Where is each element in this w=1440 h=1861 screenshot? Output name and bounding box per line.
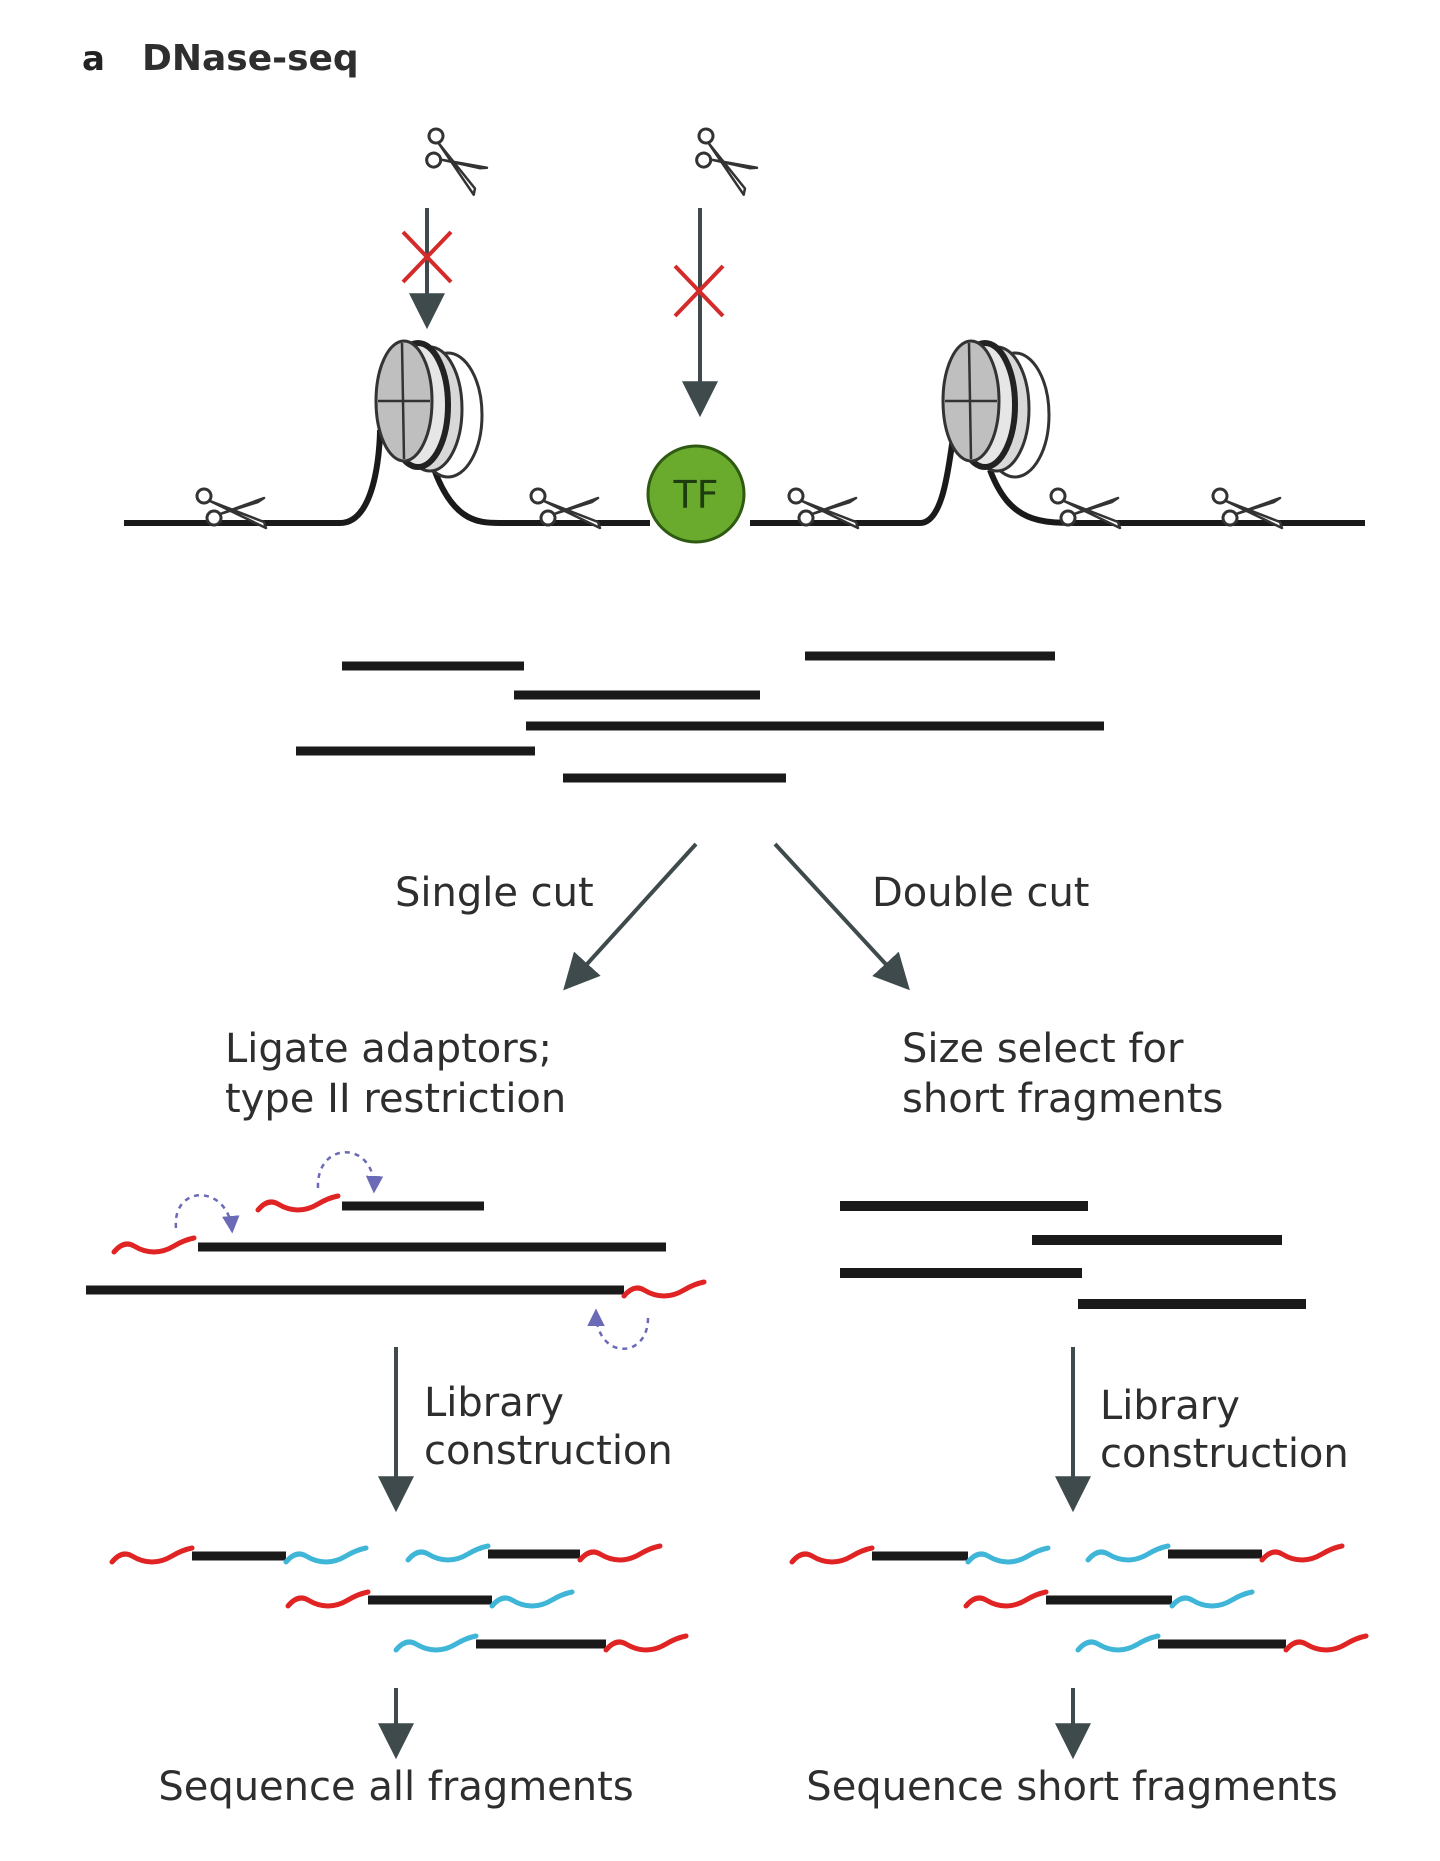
left-step1-line2: type II restriction xyxy=(225,1076,566,1122)
right-step1-line1: Size select for xyxy=(902,1026,1184,1072)
left-step1-line1: Ligate adaptors; xyxy=(225,1026,552,1072)
double-cut-arrow xyxy=(773,842,910,991)
loop-arrow xyxy=(587,1308,650,1350)
nucleosome-icon xyxy=(376,341,482,477)
tf-label: TF xyxy=(672,473,718,517)
left-step2-line1: Library xyxy=(424,1380,564,1426)
right-step2-line1: Library xyxy=(1100,1383,1240,1429)
scissors-icon xyxy=(412,124,495,197)
right-library-fragments xyxy=(792,1546,1366,1650)
dna-strand xyxy=(124,428,1365,526)
ligated-fragments xyxy=(86,1151,704,1350)
single-cut-arrow xyxy=(563,842,698,991)
scissors-icon xyxy=(682,124,765,197)
left-step2-line2: construction xyxy=(424,1428,673,1474)
panel-title: DNase-seq xyxy=(142,38,359,79)
digested-fragments xyxy=(296,651,1104,783)
block-x-icon xyxy=(673,264,725,318)
loop-arrow xyxy=(174,1194,240,1234)
nucleosome-icon xyxy=(943,341,1049,477)
right-step2-line2: construction xyxy=(1100,1431,1349,1477)
short-fragments xyxy=(840,1201,1306,1309)
right-step1-line2: short fragments xyxy=(902,1076,1223,1122)
single-cut-label: Single cut xyxy=(395,870,594,916)
loop-arrow xyxy=(316,1151,384,1194)
right-final-label: Sequence short fragments xyxy=(806,1764,1337,1810)
block-x-icon xyxy=(401,230,453,284)
double-cut-label: Double cut xyxy=(872,870,1089,916)
left-library-fragments xyxy=(112,1546,686,1650)
left-final-label: Sequence all fragments xyxy=(158,1764,633,1810)
panel-letter: a xyxy=(82,39,105,79)
tf-circle xyxy=(646,444,746,544)
